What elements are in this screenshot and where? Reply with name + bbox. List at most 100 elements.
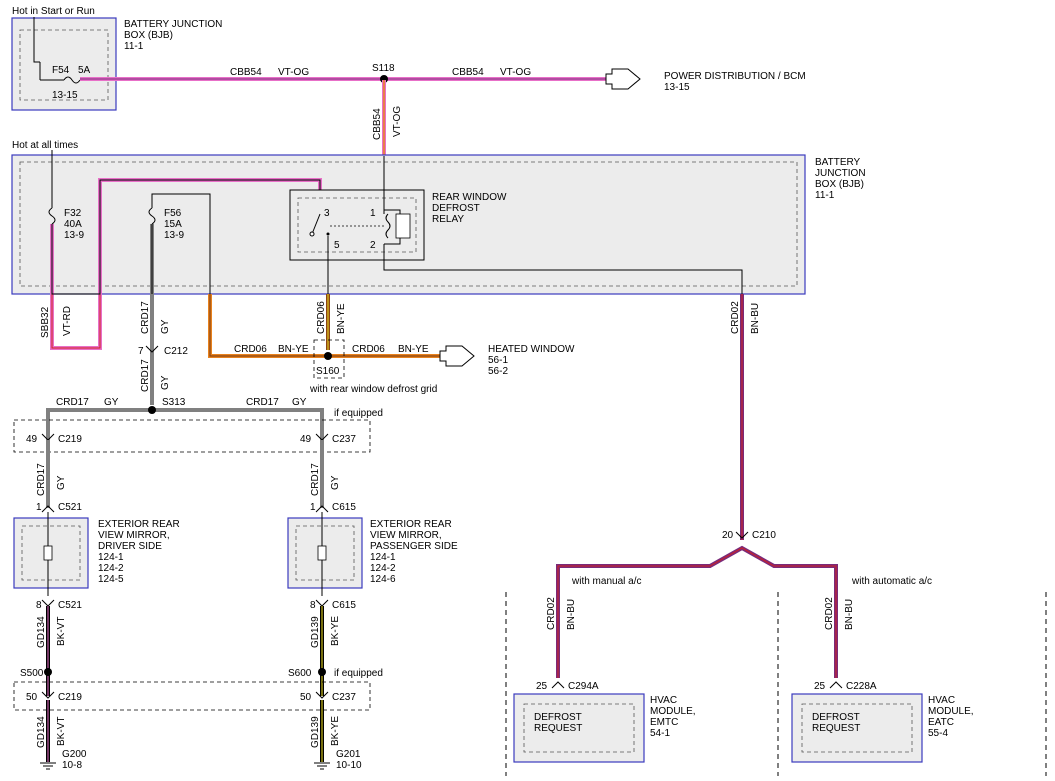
label-bnye-v: BN-YE — [336, 303, 347, 334]
label-c219-pin: 49 — [26, 434, 38, 445]
label-pd-2: 13-15 — [664, 82, 690, 93]
label-crd06-h2: CRD06 — [352, 344, 385, 355]
wire-crd02-branches — [556, 545, 838, 678]
label-c228-pin: 25 — [814, 681, 826, 692]
f56-feed — [151, 193, 211, 294]
relay-switch-arm — [311, 213, 321, 235]
wire-crd06-horizontal-stripe — [209, 294, 440, 357]
heater-driver-icon — [43, 545, 53, 561]
label-bjb-top-1: BATTERY JUNCTION — [124, 19, 222, 30]
label-f54-amp: 5A — [78, 65, 91, 76]
label-c521b: C521 — [58, 600, 82, 611]
label-mir-d-4: 124-1 — [98, 552, 124, 563]
label-c219: C219 — [58, 434, 82, 445]
connector-c212-icon — [145, 345, 159, 353]
label-c294-pin: 25 — [536, 681, 548, 692]
label-bjb-main-3: BOX (BJB) — [815, 179, 864, 190]
label-gd134-2: GD134 — [36, 716, 47, 748]
label-relay-2: DEFROST — [432, 203, 480, 214]
label-mir-p-6: 124-6 — [370, 574, 396, 585]
label-crd17-v2: CRD17 — [140, 359, 151, 392]
label-crd02-v2: CRD02 — [546, 597, 557, 630]
label-pin5: 5 — [334, 240, 340, 251]
ground-g200-icon — [40, 762, 56, 770]
label-if-eq-2: if equipped — [334, 668, 383, 679]
label-s118: S118 — [372, 63, 395, 74]
label-mir-d-1: EXTERIOR REAR — [98, 519, 180, 530]
label-emtc-2: MODULE, — [650, 706, 696, 717]
heater-passenger-icon — [317, 545, 327, 561]
relay-winding-icon — [385, 213, 391, 239]
label-c237b: C237 — [332, 692, 356, 703]
label-s600: S600 — [288, 668, 312, 679]
label-manual: with manual a/c — [571, 576, 641, 587]
label-mir-d-6: 124-5 — [98, 574, 124, 585]
label-eatc-1: HVAC — [928, 695, 955, 706]
label-gy-h1: GY — [104, 397, 119, 408]
label-f56-ref: 13-9 — [164, 230, 184, 241]
label-mir-d-3: DRIVER SIDE — [98, 541, 162, 552]
connector-c219b-icon — [41, 691, 55, 699]
label-crd17-v3: CRD17 — [36, 463, 47, 496]
label-vtrd: VT-RD — [62, 306, 73, 336]
label-g200-ref: 10-8 — [62, 760, 82, 771]
label-hw-1: HEATED WINDOW — [488, 344, 575, 355]
label-bjb-main-1: BATTERY — [815, 157, 861, 168]
label-f32-amp: 40A — [64, 219, 82, 230]
label-mir-p-4: 124-1 — [370, 552, 396, 563]
label-gy-v4: GY — [330, 475, 341, 490]
label-hot-all: Hot at all times — [12, 140, 78, 151]
label-c521b-pin: 8 — [36, 600, 42, 611]
fuse-f56-icon — [148, 207, 156, 225]
label-bjb-main-4: 11-1 — [815, 190, 835, 201]
label-c212-pin: 7 — [138, 346, 144, 357]
splice-s600 — [318, 668, 326, 676]
relay-coil-bottom — [384, 238, 401, 245]
hvac-emtc-inner — [523, 703, 635, 753]
connector-c237b-icon — [315, 691, 329, 699]
label-g200: G200 — [62, 749, 87, 760]
fuse-f54-icon — [63, 76, 81, 84]
connector-c294-icon — [551, 681, 565, 689]
relay-contact — [309, 231, 315, 237]
label-bjb-main-2: JUNCTION — [815, 168, 866, 179]
relay-contact-5 — [326, 232, 330, 236]
label-crd17-h1: CRD17 — [56, 397, 89, 408]
label-crd02-v1: CRD02 — [730, 301, 741, 334]
label-f32-ref: 13-9 — [64, 230, 84, 241]
splice-s313 — [148, 406, 156, 414]
ground-g201-icon — [314, 762, 330, 770]
connector-arrow-hw — [439, 345, 475, 367]
label-bjb-top-3: 11-1 — [124, 41, 144, 52]
label-crd06-h1: CRD06 — [234, 344, 267, 355]
relay-out-crd02 — [383, 244, 743, 294]
label-mir-p-1: EXTERIOR REAR — [370, 519, 452, 530]
label-sbb32: SBB32 — [40, 306, 51, 338]
label-f54: F54 — [52, 65, 70, 76]
label-cbb54-v: CBB54 — [372, 108, 383, 140]
label-df1-2: REQUEST — [534, 723, 582, 734]
label-bnye-h1: BN-YE — [278, 344, 309, 355]
hvac-emtc-box — [513, 693, 645, 763]
label-gy-v3: GY — [56, 475, 67, 490]
label-s160: S160 — [316, 366, 340, 377]
label-df2-2: REQUEST — [812, 723, 860, 734]
label-c219b-pin: 50 — [26, 692, 38, 703]
label-mir-d-5: 124-2 — [98, 563, 124, 574]
wire-crd17-horizontal — [46, 408, 324, 440]
label-c615b-pin: 8 — [310, 600, 316, 611]
label-eatc-2: MODULE, — [928, 706, 974, 717]
wire-crd02-branches-stripe — [557, 547, 837, 678]
connector-c615b-icon — [315, 599, 329, 607]
label-c210: C210 — [752, 530, 776, 541]
label-c294: C294A — [568, 681, 599, 692]
label-pd-1: POWER DISTRIBUTION / BCM — [664, 71, 806, 82]
splice-s160 — [324, 352, 332, 360]
label-bkye-2: BK-YE — [330, 716, 341, 746]
label-c615b: C615 — [332, 600, 356, 611]
label-gd139-2: GD139 — [310, 716, 321, 748]
label-bnbu-v2: BN-BU — [566, 599, 577, 630]
label-f56: F56 — [164, 208, 182, 219]
label-c237: C237 — [332, 434, 356, 445]
